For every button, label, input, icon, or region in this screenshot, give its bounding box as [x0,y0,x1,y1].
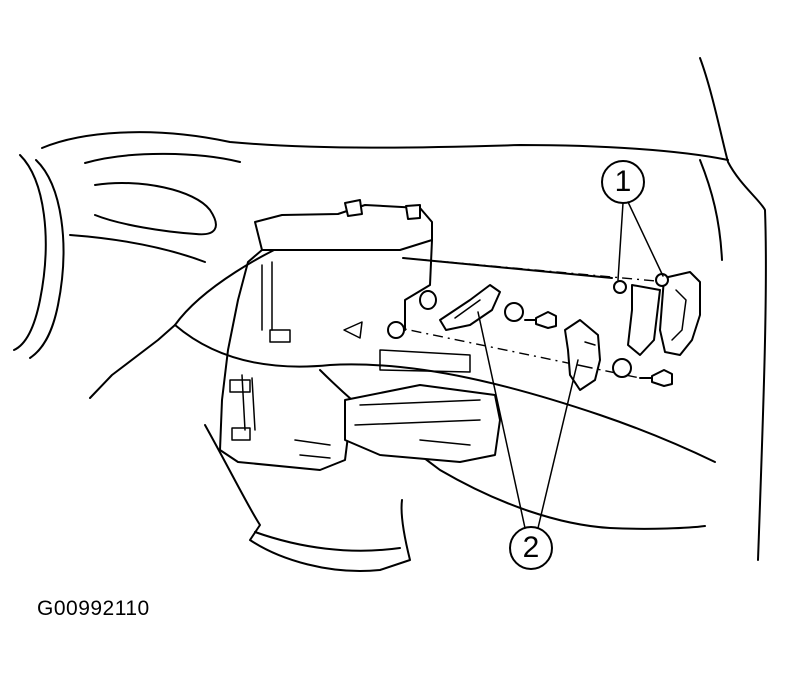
washer-center-left [387,321,405,339]
callout-2-leader-b [537,359,579,529]
heater-unit-ribs [241,261,331,459]
heater-unit-clips [229,329,291,441]
bracket-1-inner [627,284,661,356]
dashboard-top-ridge [84,152,241,164]
dash-top-clip-left [344,199,363,217]
support-line-left2 [89,324,176,399]
bracket-1-slot [671,289,687,341]
callout-2-number: 2 [522,531,540,564]
dashboard-top-edge [41,131,729,161]
callout-1-leader-a [617,202,624,281]
heater-unit-side [404,239,433,331]
nut-right-lower [612,358,632,378]
steering-wheel-outline [13,154,47,351]
callout-1-leader-b [627,201,664,277]
glove-box-outline [344,384,501,463]
floor-duct-opening [254,531,401,552]
arrow-left-pointer [343,321,363,339]
bracket-1-nut-a [613,280,627,294]
dash-top-clip-right [405,204,421,220]
heater-unit-top [254,204,433,251]
callout-2-leader-a [477,311,526,529]
dashboard-lower-sweep [174,324,716,463]
side-panel-edge [699,159,723,261]
bracket-2-right-detail [577,341,596,369]
heater-unit-front [219,249,351,471]
bolt-center [535,311,557,329]
callout-1-number: 1 [614,165,632,198]
floor-duct-outline [204,424,411,572]
bracket-1-nut-b [655,273,669,287]
bracket-1-outer [659,271,701,356]
bracket-2-left-slot [454,299,481,319]
reinforcement-bar [402,257,613,279]
glove-box-detail [354,349,481,446]
figure-id-label: G00992110 [37,597,150,620]
nut-center [504,302,524,322]
callout-2-circle [509,526,553,570]
steering-wheel-inner [29,159,65,359]
bracket-2-right [564,319,601,391]
dashboard-left-face [69,234,206,263]
washer-left [419,290,437,310]
a-pillar-outline [699,57,767,561]
dashboard-upper-panel [94,182,217,236]
bolt-right [651,369,673,387]
